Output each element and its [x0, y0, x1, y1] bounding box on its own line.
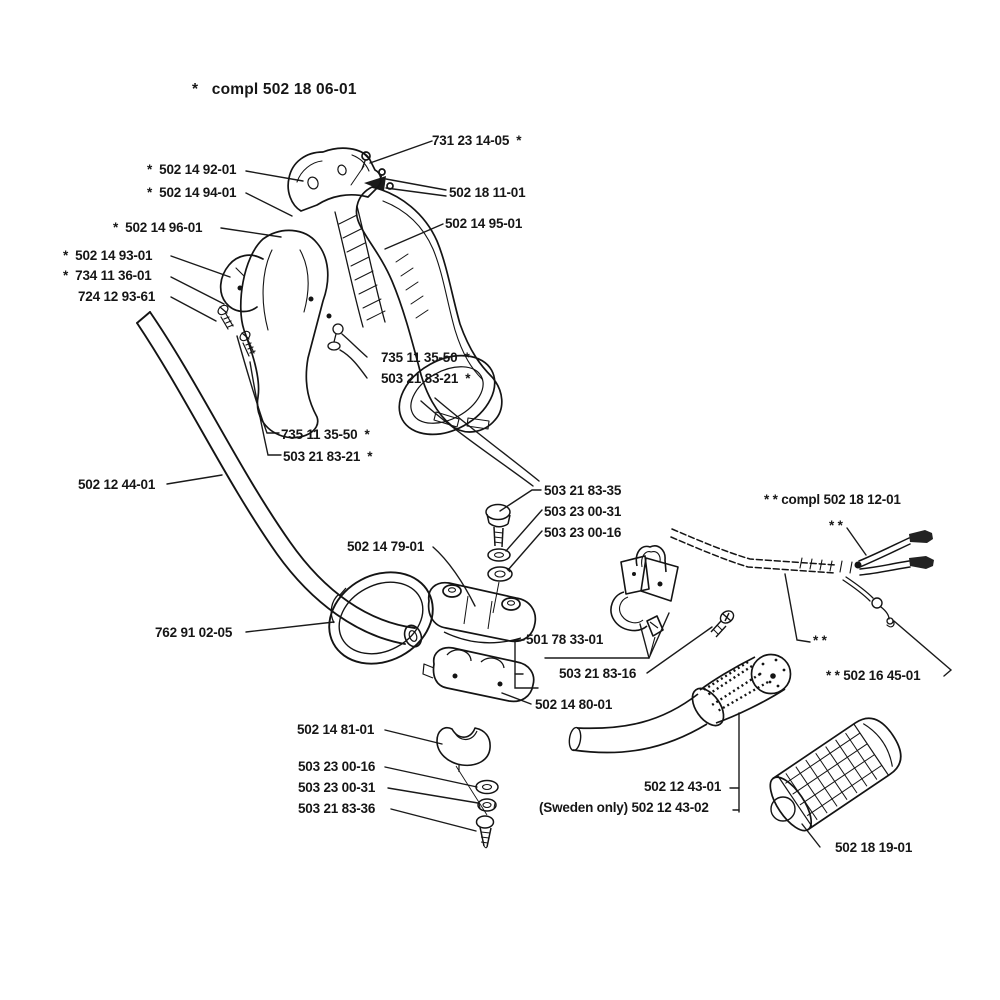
foam-texture [701, 660, 769, 714]
bolt-stack-bottom-drawing [455, 765, 499, 849]
part-label-503-23-00-31-top: 503 23 00-31 [544, 504, 622, 519]
part-label-502-18-11-01: 502 18 11-01 [449, 185, 526, 200]
wire-terminal-icon [909, 556, 934, 569]
part-label-502-12-44-01: 502 12 44-01 [78, 477, 156, 492]
part-label-735-11-35-50-lower: 735 11 35-50 * [281, 427, 370, 442]
part-label-502-18-19-01: 502 18 19-01 [835, 840, 913, 855]
part-label-502-14-92-01: * 502 14 92-01 [147, 162, 237, 177]
screw-drawing-731-23-14-05 [350, 151, 371, 186]
foam-grip-drawing [568, 653, 792, 754]
part-label-compl-502-18-12-01: * * compl 502 18 12-01 [764, 492, 901, 507]
part-label-502-16-45-01: * * 502 16 45-01 [826, 668, 921, 683]
wire-terminal-icon [909, 530, 933, 543]
bolt-washer-drawing [327, 323, 344, 351]
part-label-734-11-36-01: * 734 11 36-01 [63, 268, 152, 283]
part-label-731-23-14-05: 731 23 14-05 * [432, 133, 522, 148]
star-marker-wires: * * [829, 518, 843, 533]
part-label-503-23-00-16-top: 503 23 00-16 [544, 525, 622, 540]
part-label-503-21-83-35: 503 21 83-35 [544, 483, 622, 498]
part-label-502-12-43-01: 502 12 43-01 [644, 779, 722, 794]
cable-wrap-ticks [799, 557, 853, 574]
screw-drawing-503-21-83-16 [710, 610, 735, 638]
part-label-502-14-94-01: * 502 14 94-01 [147, 185, 237, 200]
screw-drawing-734-11-36-01 [217, 304, 234, 330]
part-label-735-11-35-50-upper: 735 11 35-50 * [381, 350, 470, 365]
upper-clamp-drawing [427, 581, 537, 644]
part-label-502-14-95-01: 502 14 95-01 [445, 216, 523, 231]
lower-clamp-drawing [422, 646, 535, 703]
part-label-502-14-79-01: 502 14 79-01 [347, 539, 425, 554]
small-clamp-drawing [436, 726, 491, 772]
part-label-501-78-33-01: 501 78 33-01 [526, 632, 604, 647]
part-label-502-12-43-02: (Sweden only) 502 12 43-02 [539, 800, 709, 815]
screw-drawing-724-12-93-61 [239, 330, 256, 357]
part-label-502-14-81-01: 502 14 81-01 [297, 722, 375, 737]
part-label-503-21-83-36: 503 21 83-36 [298, 801, 376, 816]
shaft-tube-drawing [136, 311, 423, 648]
switch-housing-drawing [610, 545, 679, 656]
part-label-503-23-00-16-bottom: 503 23 00-16 [298, 759, 376, 774]
part-label-503-21-83-21-lower: 503 21 83-21 * [283, 449, 373, 464]
part-label-502-14-93-01: * 502 14 93-01 [63, 248, 153, 263]
part-label-503-23-00-31-bottom: 503 23 00-31 [298, 780, 376, 795]
part-label-724-12-93-61: 724 12 93-61 [78, 289, 156, 304]
part-label-503-21-83-21-upper: 503 21 83-21 * [381, 371, 471, 386]
hatch-lines [395, 253, 429, 319]
knurled-grip-drawing [769, 717, 902, 832]
star-marker-grip: * * [813, 633, 827, 648]
knurl-texture [785, 732, 883, 821]
bolt-stack-top-drawing [485, 503, 513, 614]
arrowhead-icon [364, 176, 386, 191]
loop-clamp-drawing [328, 571, 434, 665]
part-label-503-21-83-16: 503 21 83-16 [559, 666, 637, 681]
part-label-502-14-80-01: 502 14 80-01 [535, 697, 613, 712]
part-label-502-14-96-01: * 502 14 96-01 [113, 220, 203, 235]
trigger-hatch [338, 214, 386, 321]
assembly-note-label: * compl 502 18 06-01 [192, 81, 357, 98]
handle-assembly-drawing [217, 147, 503, 439]
part-label-762-91-02-05: 762 91 02-05 [155, 625, 233, 640]
wire-harness-drawing [670, 528, 934, 628]
